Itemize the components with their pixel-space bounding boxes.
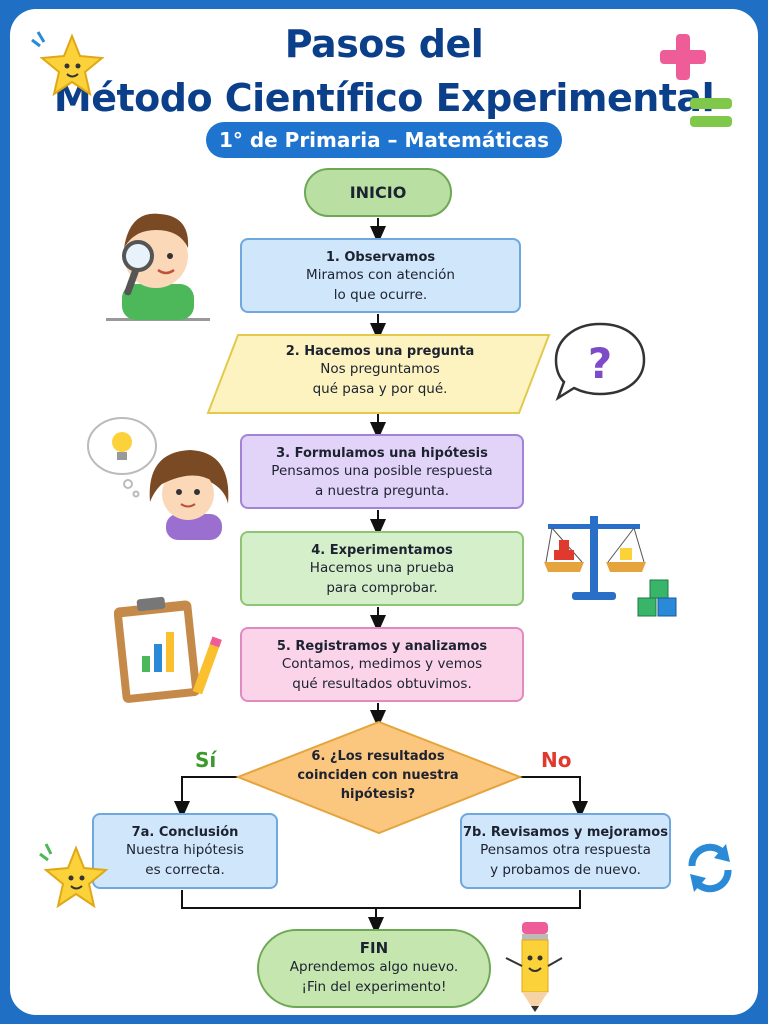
page-title-line1: Pasos del: [284, 22, 484, 66]
plus-icon: [660, 34, 706, 80]
star-icon: [39, 843, 109, 909]
step-7b-text: Pensamos otra respuesta y probamos de nu…: [480, 842, 651, 878]
end-text: Aprendemos algo nuevo. ¡Fin del experime…: [289, 959, 459, 995]
step2-parallelogram: [206, 334, 551, 414]
subtitle-badge: 1° de Primaria – Matemáticas: [206, 122, 562, 158]
page-title-line2: Método Científico Experimental: [53, 76, 715, 120]
step-5-text: Contamos, medimos y vemos qué resultados…: [281, 656, 483, 692]
arrow-yes-branch: [174, 776, 238, 819]
step-2-text: Nos preguntamos qué pasa y por qué.: [312, 361, 448, 397]
decision-diamond: [235, 720, 523, 835]
question-bubble-icon: ?: [554, 322, 646, 402]
step-1-text: Miramos con atención lo que ocurre.: [306, 267, 455, 303]
balance-scale-icon: [544, 516, 646, 600]
magnifier-boy-icon: [106, 213, 210, 321]
step-7a-title: 7a. Conclusión: [131, 825, 239, 840]
step-4-text: Hacemos una prueba para comprobar.: [309, 560, 455, 596]
arrow-no-branch: [520, 776, 588, 819]
equals-icon: [690, 98, 732, 127]
step-7a-conclusion: 7a. Conclusión Nuestra hipótesis es corr…: [92, 813, 278, 889]
step-7a-text: Nuestra hipótesis es correcta.: [126, 842, 244, 878]
clipboard-chart-icon: [114, 596, 222, 703]
step-7b-title: 7b. Revisamos y mejoramos: [463, 825, 668, 840]
step-4-title: 4. Experimentamos: [311, 543, 453, 558]
step-5-title: 5. Registramos y analizamos: [276, 639, 488, 654]
step-2-question: 2. Hacemos una pregunta Nos preguntamos …: [230, 340, 530, 399]
pencil-character-icon: [505, 922, 563, 1012]
merge-line: [181, 890, 581, 909]
step-5-record: 5. Registramos y analizamos Contamos, me…: [240, 627, 524, 702]
step-2-title: 2. Hacemos una pregunta: [285, 344, 475, 359]
cubes-icon: [637, 579, 677, 617]
step-1-observe: 1. Observamos Miramos con atención lo qu…: [240, 238, 521, 313]
step-3-title: 3. Formulamos una hipótesis: [276, 446, 488, 461]
refresh-icon: [688, 843, 732, 893]
svg-text:?: ?: [588, 339, 612, 388]
step-3-text: Pensamos una posible respuesta a nuestra…: [271, 463, 493, 499]
start-node: INICIO: [304, 168, 452, 217]
step-1-title: 1. Observamos: [325, 250, 436, 265]
step-3-hypothesis: 3. Formulamos una hipótesis Pensamos una…: [240, 434, 524, 509]
no-label: No: [541, 748, 572, 772]
end-title: FIN: [359, 939, 389, 957]
step-4-experiment: 4. Experimentamos Hacemos una prueba par…: [240, 531, 524, 606]
step-7b-review: 7b. Revisamos y mejoramos Pensamos otra …: [460, 813, 671, 889]
end-node: FIN Aprendemos algo nuevo. ¡Fin del expe…: [257, 929, 491, 1008]
step-6-decision-text: 6. ¿Los resultados coinciden con nuestra…: [297, 749, 459, 802]
star-icon: [31, 31, 105, 97]
yes-label: Sí: [195, 748, 217, 772]
idea-girl-icon: [87, 417, 229, 540]
